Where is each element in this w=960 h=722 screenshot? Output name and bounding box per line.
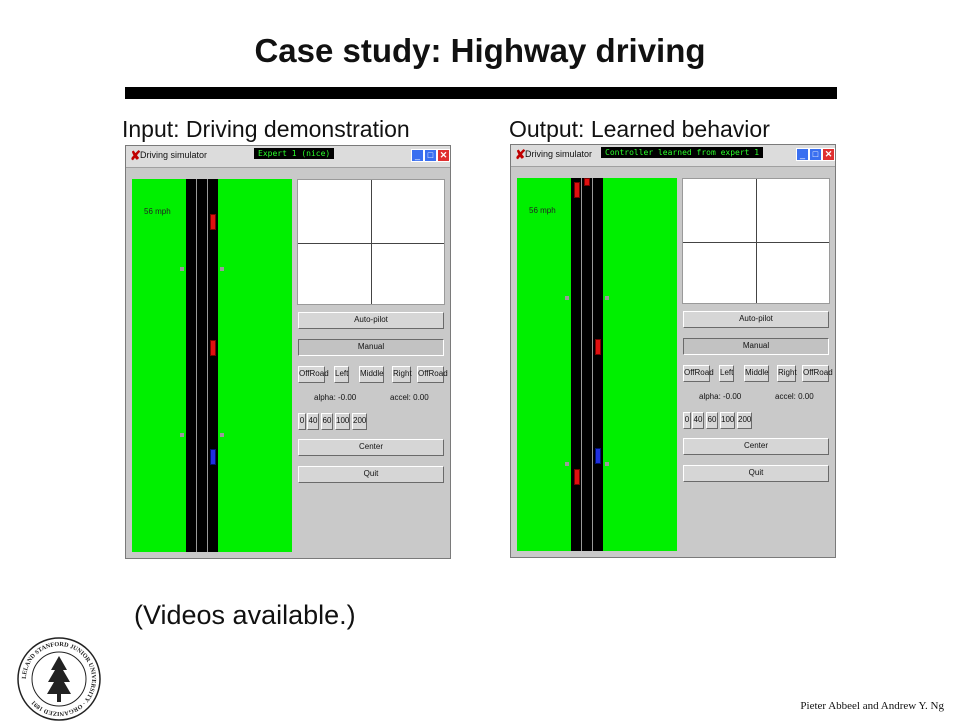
minimize-icon[interactable]: _ bbox=[411, 149, 424, 162]
roadside-marker bbox=[605, 296, 609, 300]
mode-label: Expert 1 (nice) bbox=[254, 148, 335, 159]
player-car bbox=[210, 449, 216, 465]
tree-icon bbox=[47, 656, 71, 702]
lane-line bbox=[196, 179, 197, 552]
offroad-left-button[interactable]: OffRoad bbox=[683, 365, 714, 382]
close-icon[interactable]: ✕ bbox=[822, 148, 835, 161]
speed-button-60[interactable]: 60 bbox=[706, 412, 718, 429]
maximize-icon[interactable]: □ bbox=[424, 149, 437, 162]
speed-button-100[interactable]: 100 bbox=[335, 413, 350, 430]
plot-axis-vertical bbox=[371, 180, 372, 304]
right-button[interactable]: Right bbox=[777, 365, 797, 382]
roadside-marker bbox=[180, 433, 184, 437]
mode-label: Controller learned from expert 1 bbox=[601, 147, 764, 158]
roadside-marker bbox=[220, 433, 224, 437]
offroad-right-button[interactable]: OffRoad bbox=[802, 365, 833, 382]
track-view: 56 mph bbox=[132, 179, 292, 552]
simulator-window-expert: ✘ Driving simulator Expert 1 (nice) _ □ … bbox=[125, 145, 451, 559]
speed-button-40[interactable]: 40 bbox=[307, 413, 319, 430]
other-car bbox=[574, 182, 580, 198]
middle-button[interactable]: Middle bbox=[744, 365, 769, 382]
window-title: Driving simulator bbox=[140, 150, 208, 160]
steering-plot bbox=[682, 178, 830, 304]
autopilot-button[interactable]: Auto-pilot bbox=[298, 312, 444, 329]
videos-note: (Videos available.) bbox=[134, 600, 356, 630]
x-logo-icon: ✘ bbox=[130, 148, 141, 163]
player-car bbox=[595, 448, 601, 464]
slide-title: Case study: Highway driving bbox=[254, 32, 706, 69]
speed-button-100[interactable]: 100 bbox=[720, 412, 735, 429]
maximize-icon[interactable]: □ bbox=[809, 148, 822, 161]
simulator-window-learned: ✘ Driving simulator Controller learned f… bbox=[510, 144, 836, 558]
middle-button[interactable]: Middle bbox=[359, 366, 384, 383]
left-button[interactable]: Left bbox=[334, 366, 349, 383]
speed-button-200[interactable]: 200 bbox=[352, 413, 367, 430]
speed-button-0[interactable]: 0 bbox=[298, 413, 306, 430]
minimize-icon[interactable]: _ bbox=[796, 148, 809, 161]
quit-button[interactable]: Quit bbox=[683, 465, 829, 482]
roadside-marker bbox=[565, 296, 569, 300]
roadside-marker bbox=[180, 267, 184, 271]
manual-button[interactable]: Manual bbox=[683, 338, 829, 355]
speed-button-200[interactable]: 200 bbox=[737, 412, 752, 429]
left-button[interactable]: Left bbox=[719, 365, 734, 382]
speed-button-40[interactable]: 40 bbox=[692, 412, 704, 429]
plot-axis-vertical bbox=[756, 179, 757, 303]
offroad-right-button[interactable]: OffRoad bbox=[417, 366, 448, 383]
road bbox=[186, 179, 218, 552]
credit-line: Pieter Abbeel and Andrew Y. Ng bbox=[800, 700, 944, 712]
lane-line bbox=[592, 178, 593, 551]
roadside-marker bbox=[605, 462, 609, 466]
accel-readout: accel: 0.00 bbox=[390, 393, 429, 402]
left-caption: Input: Driving demonstration bbox=[122, 116, 410, 142]
stanford-seal-icon: LELAND STANFORD JUNIOR UNIVERSITY · ORGA… bbox=[17, 637, 101, 721]
title-rule bbox=[125, 87, 837, 99]
offroad-left-button[interactable]: OffRoad bbox=[298, 366, 329, 383]
track-view: 56 mph bbox=[517, 178, 677, 551]
roadside-marker bbox=[565, 462, 569, 466]
window-title: Driving simulator bbox=[525, 149, 593, 159]
close-icon[interactable]: ✕ bbox=[437, 149, 450, 162]
alpha-readout: alpha: -0.00 bbox=[314, 393, 357, 402]
speed-button-60[interactable]: 60 bbox=[321, 413, 333, 430]
lane-line bbox=[581, 178, 582, 551]
speed-button-0[interactable]: 0 bbox=[683, 412, 691, 429]
right-button[interactable]: Right bbox=[392, 366, 412, 383]
other-car bbox=[574, 469, 580, 485]
quit-button[interactable]: Quit bbox=[298, 466, 444, 483]
x-logo-icon: ✘ bbox=[515, 147, 526, 162]
other-car bbox=[584, 178, 590, 186]
alpha-readout: alpha: -0.00 bbox=[699, 392, 742, 401]
speed-readout: 56 mph bbox=[529, 206, 556, 215]
accel-readout: accel: 0.00 bbox=[775, 392, 814, 401]
right-caption: Output: Learned behavior bbox=[509, 116, 770, 142]
manual-button[interactable]: Manual bbox=[298, 339, 444, 356]
other-car bbox=[210, 214, 216, 230]
center-button[interactable]: Center bbox=[298, 439, 444, 456]
window-titlebar[interactable]: ✘ Driving simulator Controller learned f… bbox=[511, 145, 835, 167]
speed-readout: 56 mph bbox=[144, 207, 171, 216]
road bbox=[571, 178, 603, 551]
other-car bbox=[595, 339, 601, 355]
lane-line bbox=[207, 179, 208, 552]
steering-plot bbox=[297, 179, 445, 305]
autopilot-button[interactable]: Auto-pilot bbox=[683, 311, 829, 328]
roadside-marker bbox=[220, 267, 224, 271]
window-titlebar[interactable]: ✘ Driving simulator Expert 1 (nice) _ □ … bbox=[126, 146, 450, 168]
other-car bbox=[210, 340, 216, 356]
center-button[interactable]: Center bbox=[683, 438, 829, 455]
